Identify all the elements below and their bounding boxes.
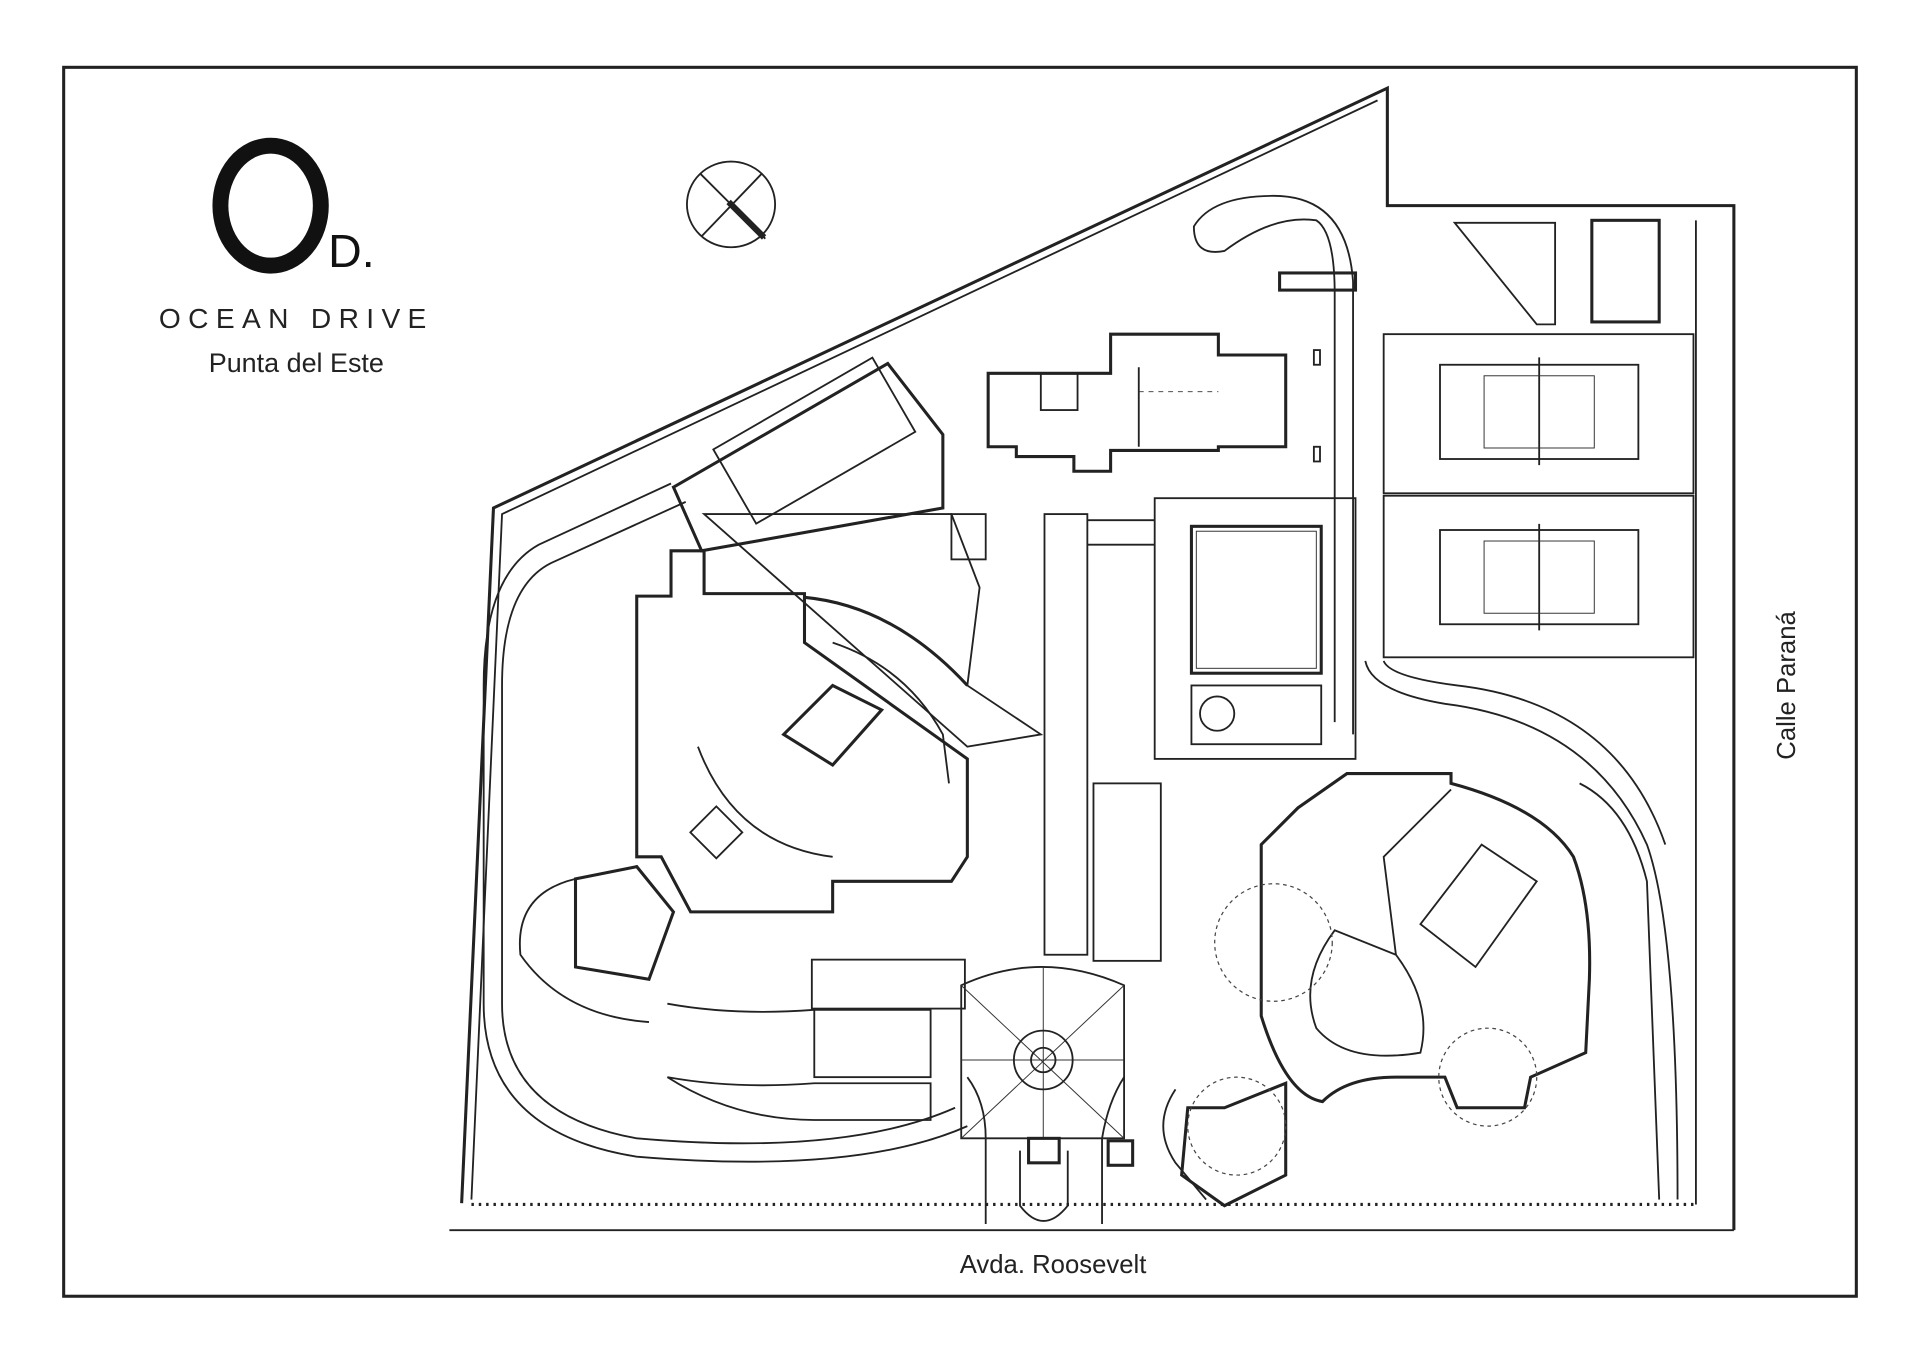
central-plaza bbox=[960, 966, 1135, 1225]
logo-location: Punta del Este bbox=[209, 348, 384, 378]
page-frame bbox=[62, 65, 1858, 1298]
central-walkway bbox=[1043, 513, 1162, 962]
tennis-courts bbox=[1382, 218, 1695, 659]
perimeter-road bbox=[482, 194, 1679, 1200]
clubhouse bbox=[986, 332, 1321, 473]
logo-o bbox=[212, 137, 329, 274]
garages bbox=[666, 958, 966, 1121]
logo-name: OCEAN DRIVE bbox=[159, 303, 434, 334]
right-tower bbox=[1162, 772, 1592, 1208]
street-label-calle-parana: Calle Paraná bbox=[1773, 611, 1801, 760]
site-boundary bbox=[449, 85, 1736, 1232]
left-tower bbox=[518, 356, 1044, 1023]
north-arrow-icon bbox=[686, 160, 777, 249]
pool-area bbox=[1153, 271, 1358, 760]
street-label-avda-roosevelt: Avda. Roosevelt bbox=[960, 1251, 1147, 1279]
logo-d: D. bbox=[328, 225, 375, 277]
logo: D. OCEAN DRIVE Punta del Este bbox=[159, 137, 434, 378]
